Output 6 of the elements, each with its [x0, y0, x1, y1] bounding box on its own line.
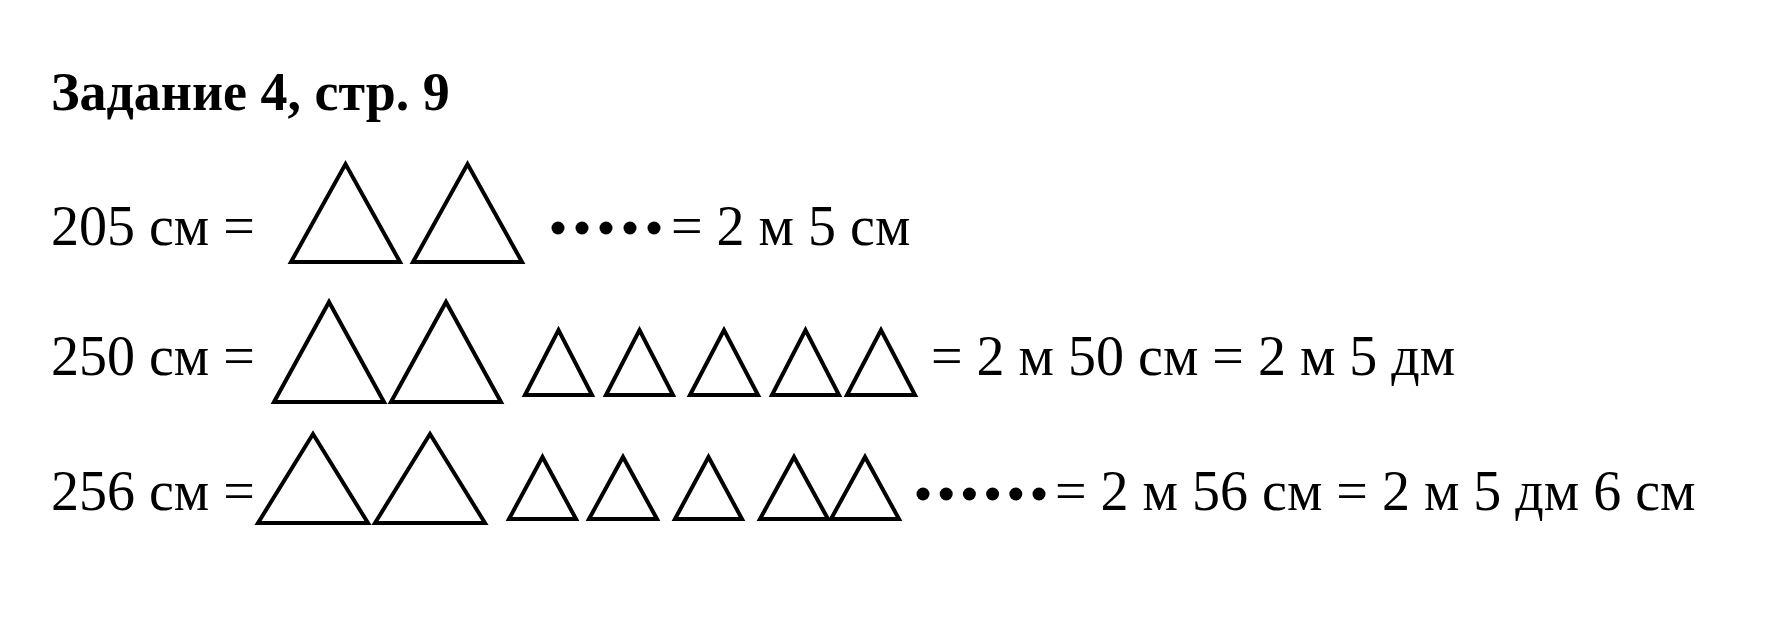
equation-text: = 2 м 56 см = 2 м 5 дм 6 см: [1055, 463, 1696, 519]
equation-text: 250 см =: [51, 328, 255, 384]
equation-text: = 2 м 5 см: [671, 198, 911, 254]
equation-text: 256 см =: [51, 463, 255, 519]
equation-text: = 2 м 50 см = 2 м 5 дм: [931, 328, 1456, 384]
equation-text: 205 см =: [51, 198, 255, 254]
